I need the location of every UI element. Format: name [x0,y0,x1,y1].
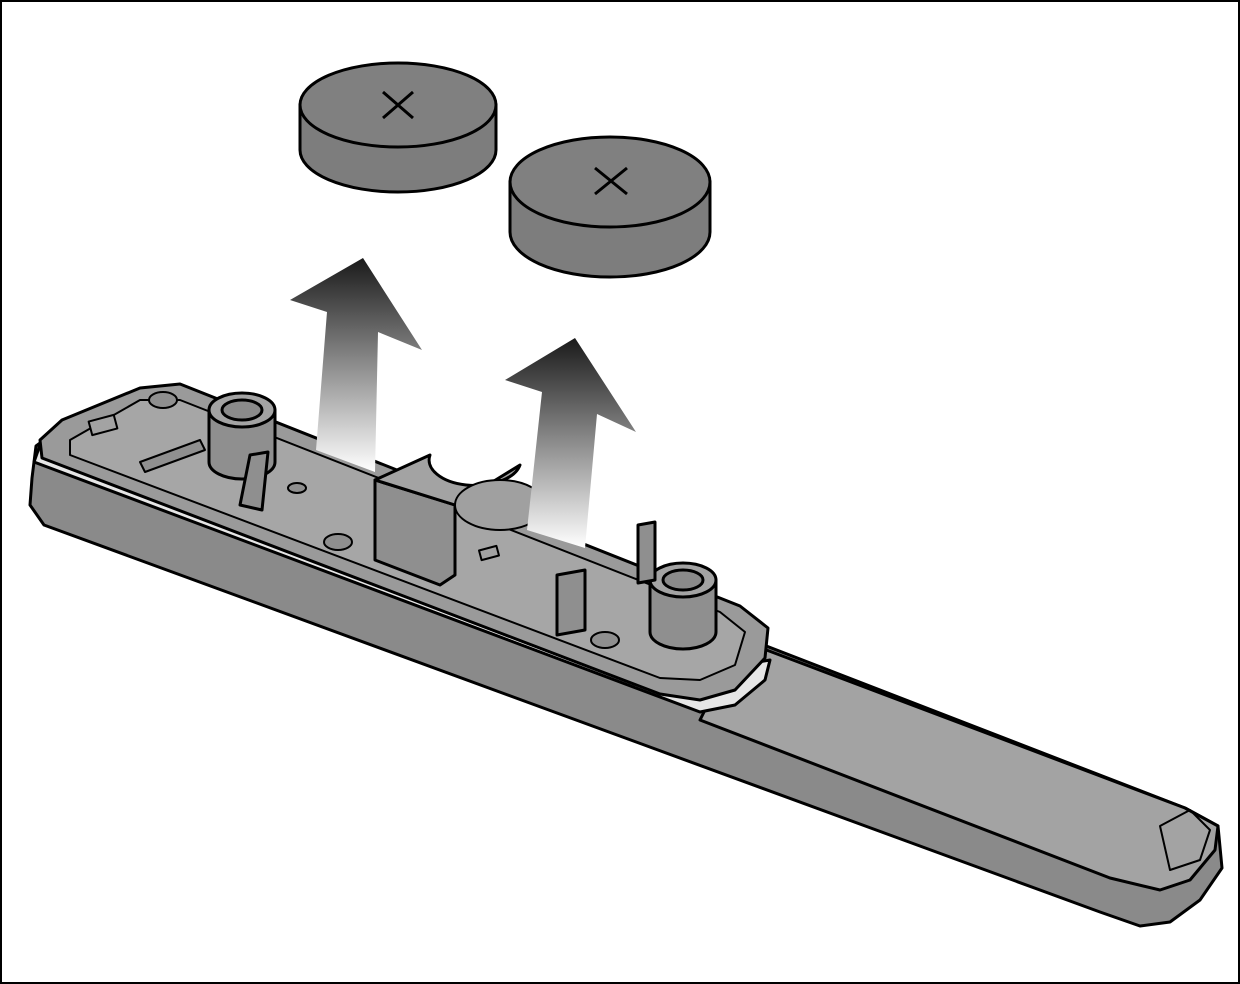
clip-left [238,450,270,512]
battery-icon [508,135,712,279]
up-arrow-icon [290,258,422,472]
battery-tray [28,382,1224,928]
post-right [648,561,718,651]
clip-mid [555,568,587,637]
battery-icon [298,61,498,194]
tray-arm-top [698,638,1220,892]
up-arrow-icon [505,338,636,548]
clip-right [636,520,657,585]
